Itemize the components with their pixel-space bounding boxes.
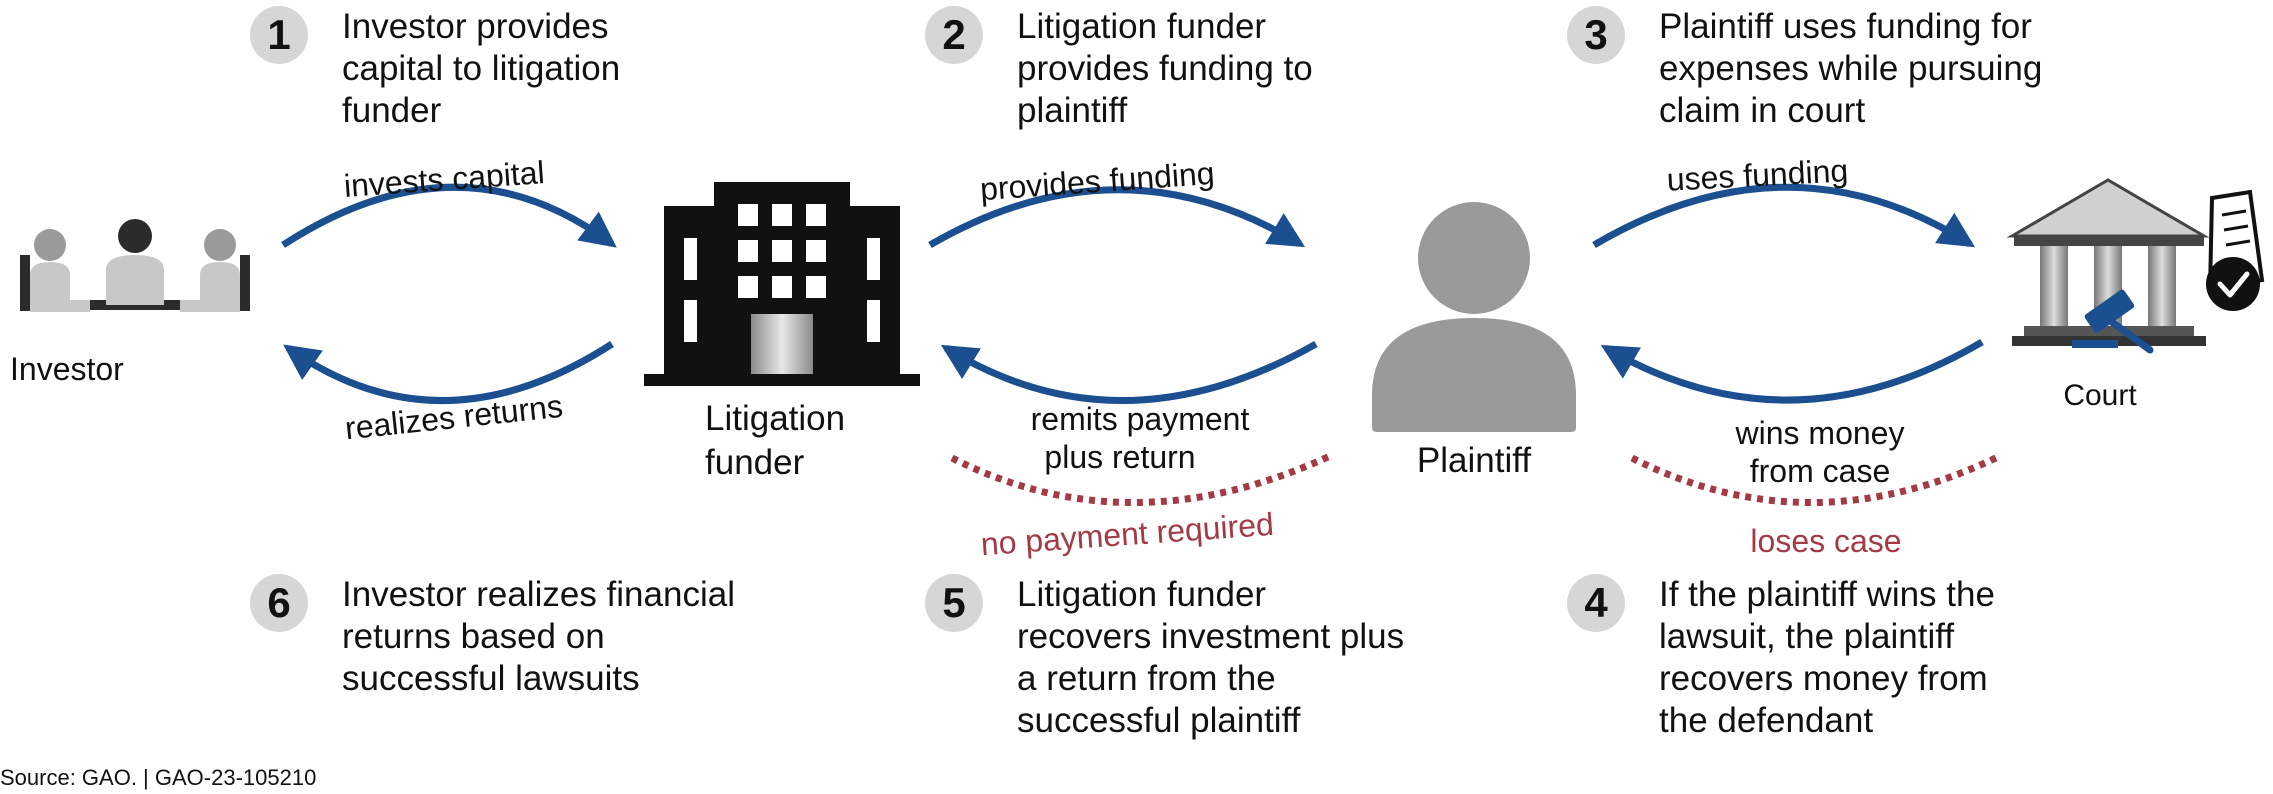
wins-money-line2: from case [1749, 453, 1891, 489]
realizes-returns-label: realizes returns [343, 388, 564, 447]
plaintiff-label: Plaintiff [1416, 441, 1532, 480]
step-5: 5 Litigation funder recovers investment … [925, 574, 1407, 742]
wins-money-arrow [1600, 338, 1984, 404]
wins-money-line1: wins money [1735, 415, 1905, 451]
wins-money-label: wins money from case [1700, 414, 1940, 490]
invests-capital-arrow [281, 183, 617, 248]
realizes-returns-arrow [283, 341, 614, 404]
funder-label-line1: Litigation [705, 399, 846, 438]
remits-payment-line2: plus return [1044, 439, 1196, 475]
provides-funding-arrow [928, 186, 1306, 249]
investor-label: Investor [10, 351, 124, 387]
plaintiff-person-icon [1372, 202, 1576, 432]
step-3-text: Plaintiff uses funding for expenses whil… [1659, 7, 2043, 130]
step-1-badge: 1 [250, 6, 308, 64]
uses-funding-arrow [1592, 183, 1976, 249]
no-payment-dotted-arc [950, 452, 1332, 506]
step-2: 2 Litigation funder provides funding to … [925, 6, 1377, 132]
step-3-badge: 3 [1567, 6, 1625, 64]
remits-payment-line1: remits payment [1030, 401, 1250, 437]
step-4-badge: 4 [1567, 574, 1625, 632]
step-6-badge: 6 [250, 574, 308, 632]
step-1-text: Investor provides capital to litigation … [342, 7, 621, 130]
step-5-text: Litigation funder recovers investment pl… [1017, 575, 1405, 740]
funder-label: Litigation funder [670, 397, 890, 485]
courthouse-icon [2006, 178, 2265, 354]
step-6: 6 Investor realizes financial returns ba… [250, 574, 762, 700]
step-2-text: Litigation funder provides funding to pl… [1017, 7, 1313, 130]
funder-label-line2: funder [705, 443, 805, 482]
building-icon [644, 182, 920, 386]
loses-case-label: loses case [1750, 523, 1901, 559]
remits-payment-arrow [940, 340, 1318, 404]
step-1: 1 Investor provides capital to litigatio… [250, 6, 662, 132]
loses-case-dotted-arc [1630, 452, 2002, 506]
step-4: 4 If the plaintiff wins the lawsuit, the… [1567, 574, 2039, 742]
step-3: 3 Plaintiff uses funding for expenses wh… [1567, 6, 2099, 132]
source-note: Source: GAO. | GAO-23-105210 [0, 765, 317, 790]
step-6-text: Investor realizes financial returns base… [342, 575, 735, 698]
step-2-badge: 2 [925, 6, 983, 64]
remits-payment-label: remits payment plus return [1010, 400, 1270, 476]
court-label: Court [2063, 379, 2137, 412]
step-5-badge: 5 [925, 574, 983, 632]
investor-group-icon [20, 219, 250, 312]
step-4-text: If the plaintiff wins the lawsuit, the p… [1659, 575, 1995, 740]
no-payment-label: no payment required [980, 506, 1275, 562]
